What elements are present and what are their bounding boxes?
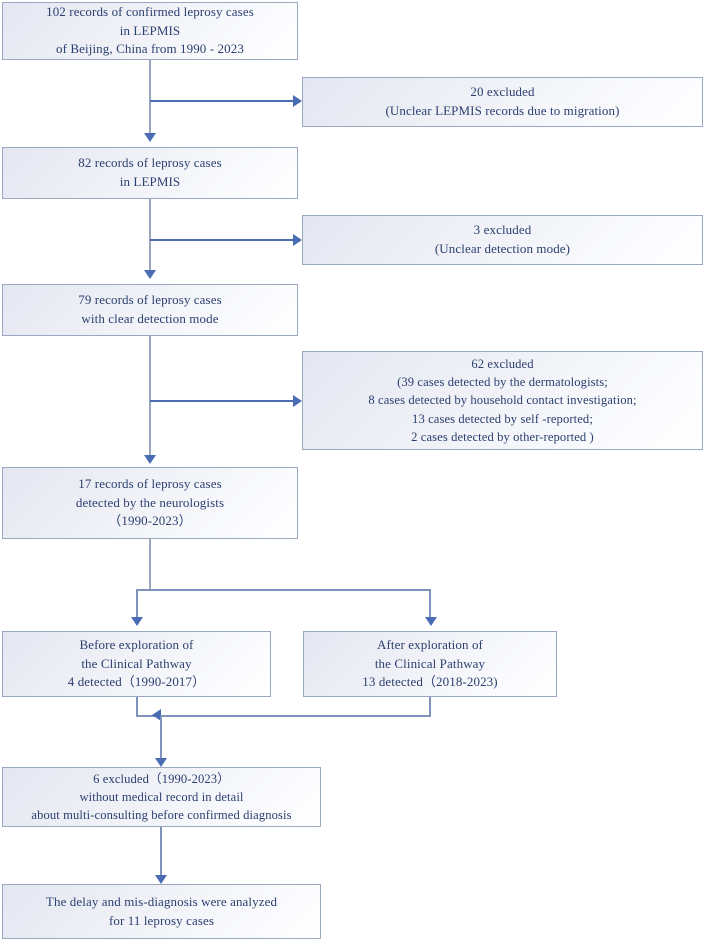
node-82-records-line-1: 82 records of leprosy cases bbox=[78, 155, 222, 171]
arrowhead-102-to-82 bbox=[144, 133, 156, 142]
connector-split-bracket bbox=[136, 589, 431, 621]
node-analysis-line-2: for 11 leprosy cases bbox=[108, 912, 215, 928]
connector-merge-bracket bbox=[136, 697, 431, 717]
arrowhead-to-3-excluded bbox=[293, 234, 302, 246]
node-after-line-2: the Clinical Pathway bbox=[374, 655, 486, 671]
node-62-excluded-line-1: 62 excluded bbox=[471, 356, 534, 371]
arrowhead-to-analysis bbox=[155, 875, 167, 884]
node-after-line-1: After exploration of bbox=[377, 636, 483, 652]
arrowhead-79-to-17 bbox=[144, 455, 156, 464]
node-20-excluded: 20 excluded (Unclear LEPMIS records due … bbox=[302, 77, 703, 127]
node-after-clinical-pathway: After exploration of the Clinical Pathwa… bbox=[303, 631, 557, 697]
node-62-excluded: 62 excluded (39 cases detected by the de… bbox=[302, 351, 703, 450]
node-82-records: 82 records of leprosy cases in LEPMIS bbox=[2, 147, 298, 199]
node-102-records-line-1: 102 records of confirmed leprosy cases bbox=[46, 3, 254, 19]
node-79-records: 79 records of leprosy cases with clear d… bbox=[2, 284, 298, 336]
connector-17-split-trunk bbox=[149, 539, 151, 590]
node-62-excluded-line-3: 8 cases detected by household contact in… bbox=[368, 393, 637, 408]
connector-merge-to-6-excluded bbox=[160, 716, 162, 762]
arrowhead-to-62-excluded bbox=[293, 395, 302, 407]
node-analysis-result: The delay and mis-diagnosis were analyze… bbox=[2, 884, 321, 939]
node-20-excluded-line-2: (Unclear LEPMIS records due to migration… bbox=[385, 103, 620, 118]
node-6-excluded-line-3: about multi-consulting before confirmed … bbox=[31, 808, 292, 823]
connector-6-excluded-to-analysis bbox=[160, 827, 162, 879]
node-62-excluded-line-4: 13 cases detected by self -reported; bbox=[412, 411, 593, 426]
connector-to-20-excluded bbox=[150, 100, 295, 102]
node-17-records-line-1: 17 records of leprosy cases bbox=[78, 475, 222, 491]
node-3-excluded-line-1: 3 excluded bbox=[473, 222, 532, 238]
node-79-records-line-2: with clear detection mode bbox=[81, 311, 219, 326]
node-102-records: 102 records of confirmed leprosy cases i… bbox=[2, 2, 298, 60]
arrowhead-split-right bbox=[425, 617, 437, 626]
connector-82-to-79 bbox=[149, 199, 151, 273]
node-20-excluded-line-1: 20 excluded bbox=[470, 84, 535, 100]
node-before-line-3: 4 detected（1990-2017） bbox=[67, 674, 206, 690]
arrowhead-merge-junction bbox=[152, 709, 161, 721]
arrowhead-split-left bbox=[131, 617, 143, 626]
node-82-records-line-2: in LEPMIS bbox=[119, 174, 181, 189]
arrowhead-82-to-79 bbox=[144, 270, 156, 279]
node-3-excluded-line-2: (Unclear detection mode) bbox=[434, 241, 571, 256]
node-3-excluded: 3 excluded (Unclear detection mode) bbox=[302, 215, 703, 265]
node-79-records-line-1: 79 records of leprosy cases bbox=[78, 292, 222, 308]
node-after-line-3: 13 detected（2018-2023) bbox=[362, 674, 498, 690]
node-17-records-line-2: detected by the neurologists bbox=[75, 494, 225, 510]
node-6-excluded-line-1: 6 excluded（1990-2023） bbox=[93, 771, 230, 786]
node-102-records-line-2: in LEPMIS bbox=[119, 22, 181, 38]
connector-to-3-excluded bbox=[150, 239, 295, 241]
node-before-clinical-pathway: Before exploration of the Clinical Pathw… bbox=[2, 631, 271, 697]
node-6-excluded-line-2: without medical record in detail bbox=[79, 789, 244, 804]
node-6-excluded: 6 excluded（1990-2023） without medical re… bbox=[2, 767, 321, 827]
node-62-excluded-line-2: (39 cases detected by the dermatologists… bbox=[397, 375, 608, 390]
connector-79-to-17 bbox=[149, 336, 151, 458]
node-17-records: 17 records of leprosy cases detected by … bbox=[2, 467, 298, 539]
arrowhead-merge-to-6-excluded bbox=[155, 758, 167, 767]
node-before-line-2: the Clinical Pathway bbox=[81, 655, 192, 671]
node-analysis-line-1: The delay and mis-diagnosis were analyze… bbox=[45, 893, 278, 909]
node-17-records-line-3: （1990-2023） bbox=[108, 513, 192, 529]
connector-to-62-excluded bbox=[150, 400, 295, 402]
node-102-records-line-3: of Beijing, China from 1990 - 2023 bbox=[56, 41, 244, 57]
connector-102-to-82 bbox=[149, 60, 151, 136]
arrowhead-to-20-excluded bbox=[293, 95, 302, 107]
node-before-line-1: Before exploration of bbox=[79, 636, 194, 652]
node-62-excluded-line-5: 2 cases detected by other-reported ) bbox=[411, 429, 594, 444]
